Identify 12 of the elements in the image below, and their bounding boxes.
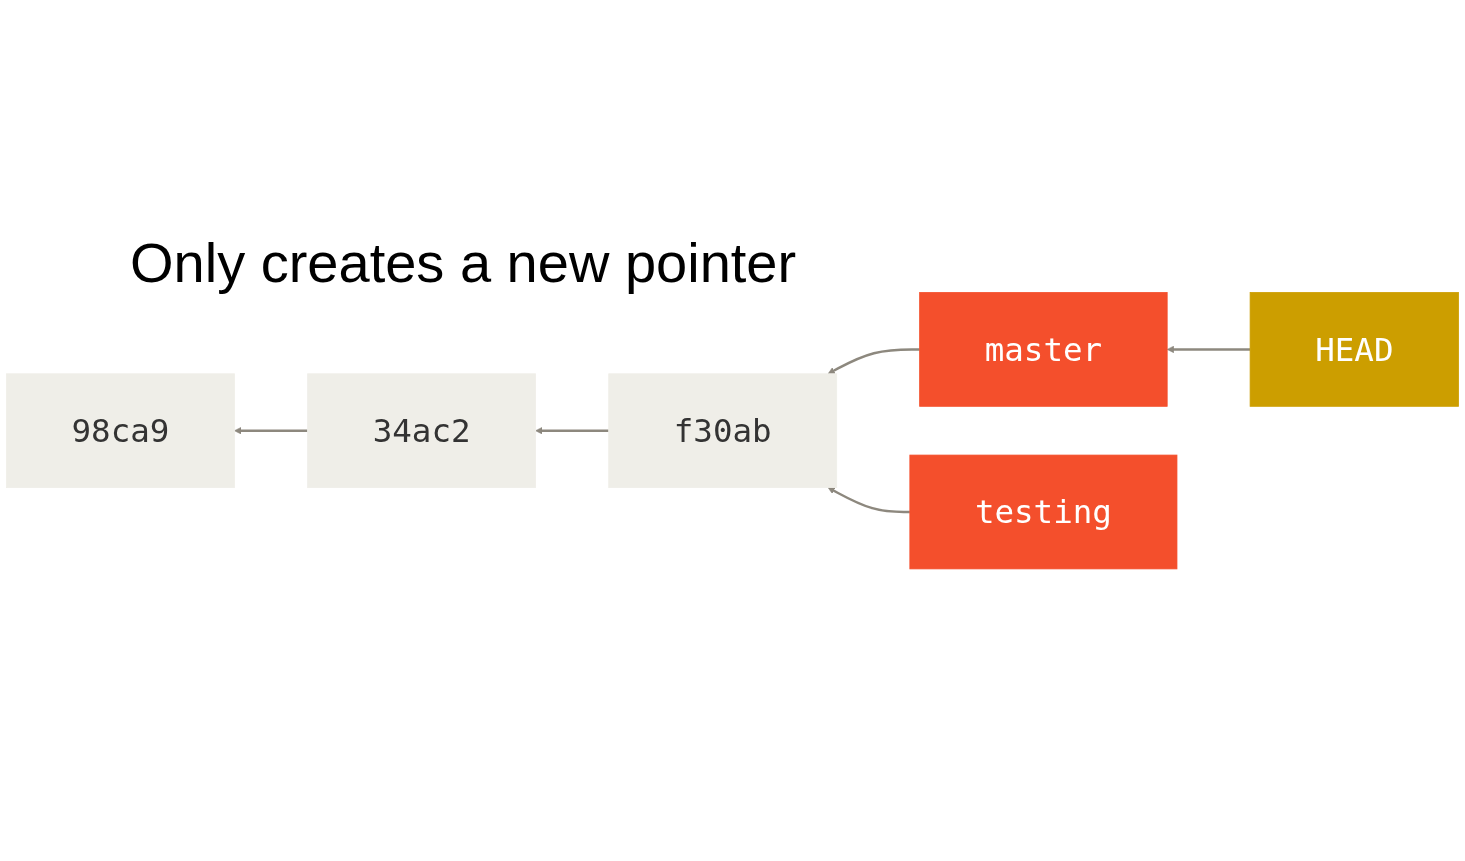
arrow: [1166, 345, 1251, 353]
arrow: [827, 487, 910, 513]
node-box: f30ab: [608, 373, 838, 488]
node-box: 34ac2: [307, 373, 536, 488]
node-box: testing: [909, 454, 1178, 570]
arrow: [234, 426, 308, 435]
arrow: [535, 426, 609, 435]
node-box: HEAD: [1249, 291, 1459, 407]
arrow: [827, 347, 920, 374]
title: Only creates a new pointer: [130, 230, 797, 295]
node-box: master: [919, 291, 1168, 407]
node-box: 98ca9: [6, 373, 235, 488]
